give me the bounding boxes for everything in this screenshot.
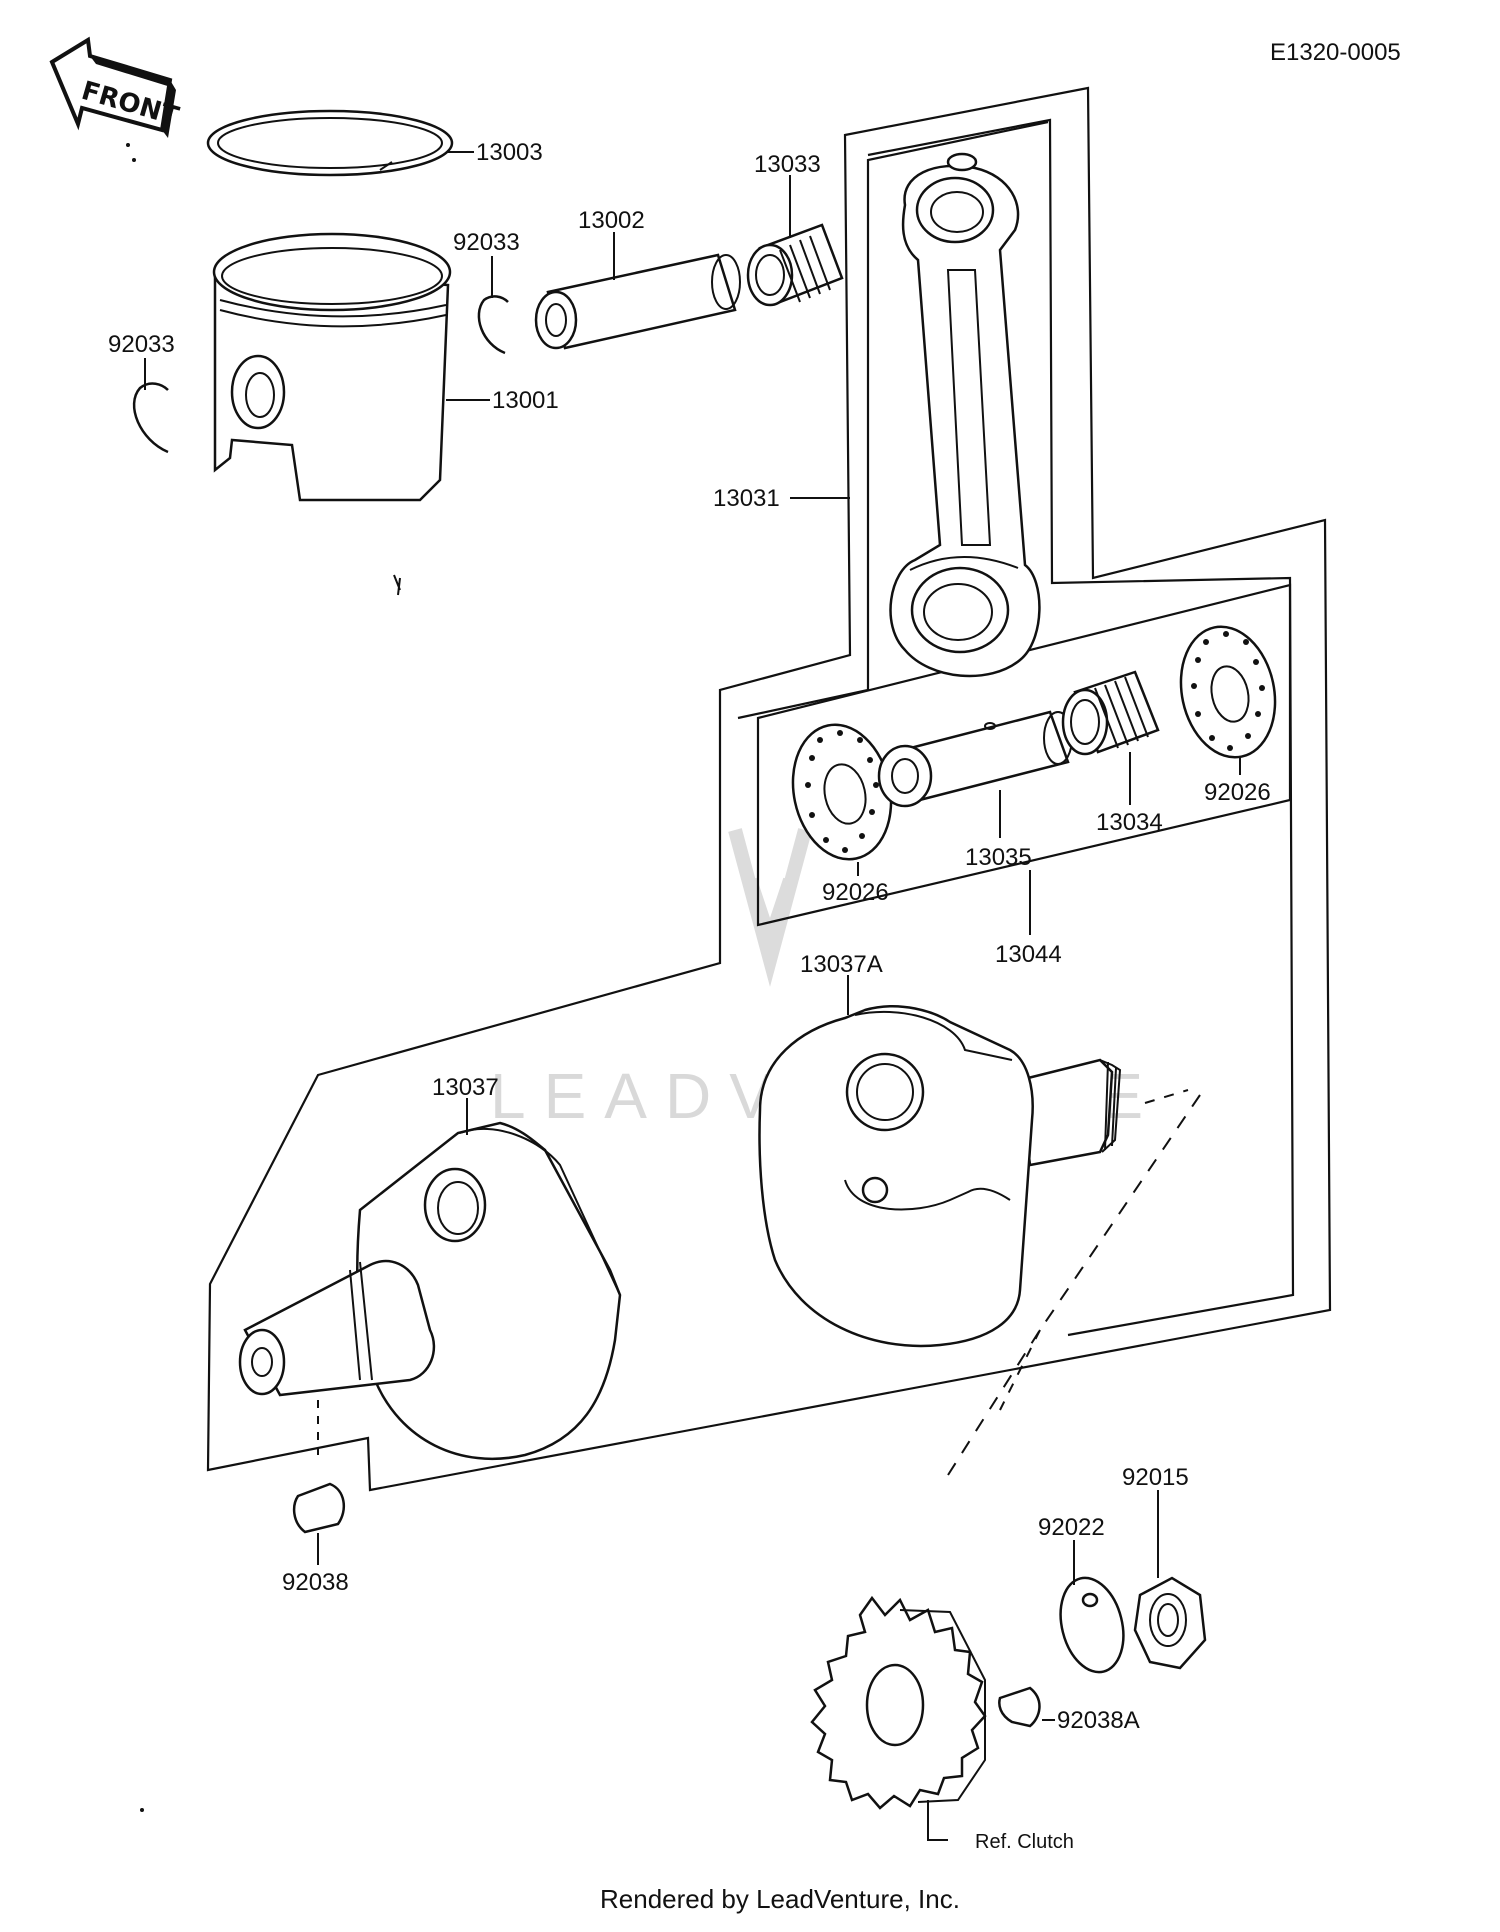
- ref-clutch-note: Ref. Clutch: [975, 1831, 1074, 1853]
- circlip-92033-right: 92033: [453, 229, 520, 355]
- label-13033: 13033: [754, 151, 821, 178]
- label-92026-right: 92026: [1204, 779, 1271, 806]
- label-13044: 13044: [995, 941, 1062, 968]
- primary-gear-icon: Ref. Clutch: [810, 1595, 1074, 1853]
- label-92033-right: 92033: [453, 229, 520, 256]
- label-13001: 13001: [492, 387, 559, 414]
- front-arrow-icon: FRONT: [49, 36, 182, 138]
- piston-pin-13002: 13002: [534, 207, 741, 350]
- label-13035: 13035: [965, 844, 1032, 871]
- label-13037A: 13037A: [800, 951, 883, 978]
- label-13034: 13034: [1096, 809, 1163, 836]
- washer-92022: 92022: [1038, 1514, 1125, 1674]
- label-92022: 92022: [1038, 1514, 1105, 1541]
- label-13002: 13002: [578, 207, 645, 234]
- circlip-92033-left: 92033: [108, 331, 175, 454]
- label-92038A: 92038A: [1057, 1707, 1140, 1734]
- small-end-bearing-13033: 13033: [746, 151, 844, 307]
- piston-ring-13003: 13003: [206, 109, 543, 177]
- thrust-washer-92026-right: 92026: [1179, 625, 1277, 806]
- label-92015: 92015: [1122, 1464, 1189, 1491]
- label-92026-left: 92026: [822, 879, 889, 906]
- ref-code: E1320-0005: [1270, 39, 1401, 66]
- crankshaft-right-13037A: 13037A: [758, 951, 1122, 1348]
- big-end-bearing-13034: 13034: [1061, 670, 1163, 836]
- piston-13001: 13001: [212, 232, 559, 502]
- label-13003: 13003: [476, 139, 543, 166]
- crankshaft-left-13037: 13037: [238, 1074, 622, 1460]
- crank-pin-13035: 13035: [877, 710, 1073, 871]
- connecting-rod-13031: 13031: [713, 152, 1041, 678]
- label-13037: 13037: [432, 1074, 499, 1101]
- woodruff-key-92038: 92038: [282, 1482, 349, 1596]
- conrod-kit-13044: 13044: [995, 870, 1062, 968]
- label-92033-left: 92033: [108, 331, 175, 358]
- nut-92015: 92015: [1122, 1464, 1207, 1670]
- label-92038: 92038: [282, 1569, 349, 1596]
- assembly-frames: [206, 86, 1332, 1492]
- label-13031: 13031: [713, 485, 780, 512]
- footer-credit: Rendered by LeadVenture, Inc.: [600, 1884, 960, 1914]
- scan-marks: [126, 143, 401, 1812]
- key-92038A: 92038A: [998, 1686, 1140, 1734]
